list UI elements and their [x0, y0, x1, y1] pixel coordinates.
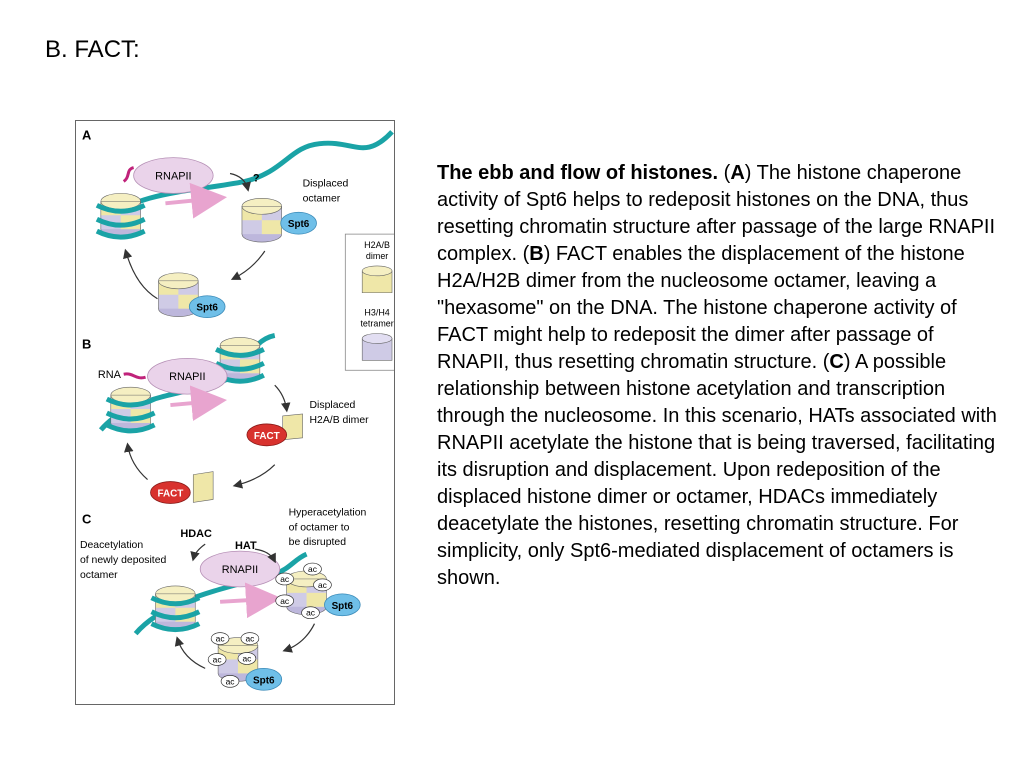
rnapii-a-label: RNAPII: [155, 170, 191, 182]
ac-tag: [313, 578, 332, 592]
hyperacetylation-line3: be disrupted: [289, 537, 347, 548]
ac-tag-label: ac: [280, 574, 289, 584]
hat-label: HAT: [235, 540, 257, 552]
caption-letter-a: A: [730, 162, 745, 184]
transcription-arrow-a: [165, 182, 227, 219]
spt6-a-bottom-label: Spt6: [196, 303, 218, 314]
spt6-a-top-label: Spt6: [288, 219, 310, 230]
rna-transcript-a: [122, 166, 135, 183]
spt6-c-right-label: Spt6: [332, 601, 354, 612]
fact-b-bottom-label: FACT: [157, 488, 183, 499]
fact-b-bottom: [150, 481, 191, 504]
legend-tetramer-line2: tetramer: [360, 319, 393, 329]
ac-tag-label: ac: [308, 564, 317, 574]
rnapii-b-label: RNAPII: [169, 371, 205, 383]
hat-pointer: [254, 548, 276, 564]
caption-text-b: ) FACT enables the displacement of the h…: [437, 243, 965, 373]
ac-tag: [275, 594, 294, 608]
nucleosome-c: [152, 586, 200, 630]
ac-tag: [237, 652, 257, 665]
panel-a-label: A: [82, 128, 91, 143]
transcription-arrow-b: [170, 385, 228, 422]
rnapii-c: [199, 550, 281, 588]
rnapii-c-label: RNAPII: [222, 564, 258, 576]
slide-title: B. FACT:: [45, 36, 140, 63]
ac-tag-label: ac: [318, 580, 327, 590]
hdac-pointer: [190, 543, 206, 562]
ac-tag-label: ac: [280, 596, 289, 606]
arrow-a2: [230, 250, 266, 280]
arrow-c2: [174, 636, 206, 669]
histone-diagram: A RNAPII ? Displaced octamer Spt6 Spt6 B…: [80, 128, 394, 691]
ac-tag-label: ac: [245, 634, 254, 644]
nucleosome-b-left: [107, 387, 155, 431]
displaced-octamer-line2: octamer: [303, 193, 341, 204]
figure-caption: The ebb and flow of histones. (A) The hi…: [437, 162, 997, 589]
panel-c-label: C: [82, 511, 91, 526]
arrow-c1: [282, 623, 316, 653]
hdac-label: HDAC: [180, 528, 212, 540]
rna-label: RNA: [98, 369, 122, 381]
displaced-octamer: [241, 197, 283, 243]
question-mark: ?: [253, 172, 260, 184]
ac-tag-label: ac: [306, 608, 315, 618]
figure-panel: A RNAPII ? Displaced octamer Spt6 Spt6 B…: [75, 120, 395, 705]
ac-tag: [210, 632, 230, 645]
ac-tag: [240, 632, 260, 645]
deacetylation-line1: Deacetylation: [80, 540, 143, 551]
ac-tag-label: ac: [226, 676, 235, 686]
rna-transcript-b: [123, 372, 146, 380]
spt6-c-bottom: [245, 667, 283, 691]
spt6-a-top: [280, 211, 317, 235]
fact-bound-dimer: [192, 471, 214, 503]
ac-tag-label: ac: [216, 634, 225, 644]
transcription-arrow-c: [219, 582, 282, 619]
spt6-a-bottom: [188, 295, 226, 318]
arrow-b1: [274, 384, 291, 413]
arrow-b2: [232, 464, 276, 489]
caption-letter-b: B: [529, 243, 544, 265]
fact-b-top: [246, 423, 288, 447]
caption-title: The ebb and flow of histones.: [437, 162, 719, 184]
panel-b-label: B: [82, 336, 91, 351]
dna-strand-a: [104, 130, 394, 223]
ac-tag: [220, 674, 240, 688]
caption-text-c: ) A possible relationship between histon…: [437, 351, 997, 589]
ac-tag: [301, 606, 320, 620]
displaced-dimer-line1: Displaced: [310, 400, 356, 411]
deacetylation-line2: of newly deposited: [80, 555, 167, 566]
rnapii-b: [147, 357, 228, 395]
hyperacetylation-line2: of octamer to: [289, 522, 350, 533]
arrow-b3: [124, 442, 148, 481]
nucleosome-a: [97, 193, 145, 237]
caption-letter-c: C: [829, 351, 844, 373]
ac-tag-label: ac: [242, 653, 251, 663]
legend-tetramer-line1: H3/H4: [364, 308, 389, 318]
caption-text-a: ) The histone chaperone activity of Spt6…: [437, 162, 996, 265]
spt6-c-bottom-label: Spt6: [253, 675, 275, 686]
spt6-c-right: [324, 593, 361, 617]
displaced-dimer-line2: H2A/B dimer: [310, 415, 370, 426]
ac-tag-label: ac: [213, 654, 222, 664]
fact-b-top-label: FACT: [254, 431, 280, 442]
legend-dimer-line2: dimer: [366, 251, 388, 261]
ac-tag: [303, 562, 322, 576]
arrow-a1: [229, 172, 251, 192]
ac-tag: [207, 653, 227, 666]
deacetylation-line3: octamer: [80, 570, 118, 581]
ac-tag: [275, 572, 294, 586]
legend-dimer-line1: H2A/B: [364, 240, 390, 250]
hyperacetylation-line1: Hyperacetylation: [289, 507, 367, 518]
arrow-a3: [123, 248, 158, 300]
legend-box: H2A/B dimer H3/H4 tetramer: [344, 233, 394, 371]
displaced-octamer-line1: Displaced: [303, 178, 349, 189]
